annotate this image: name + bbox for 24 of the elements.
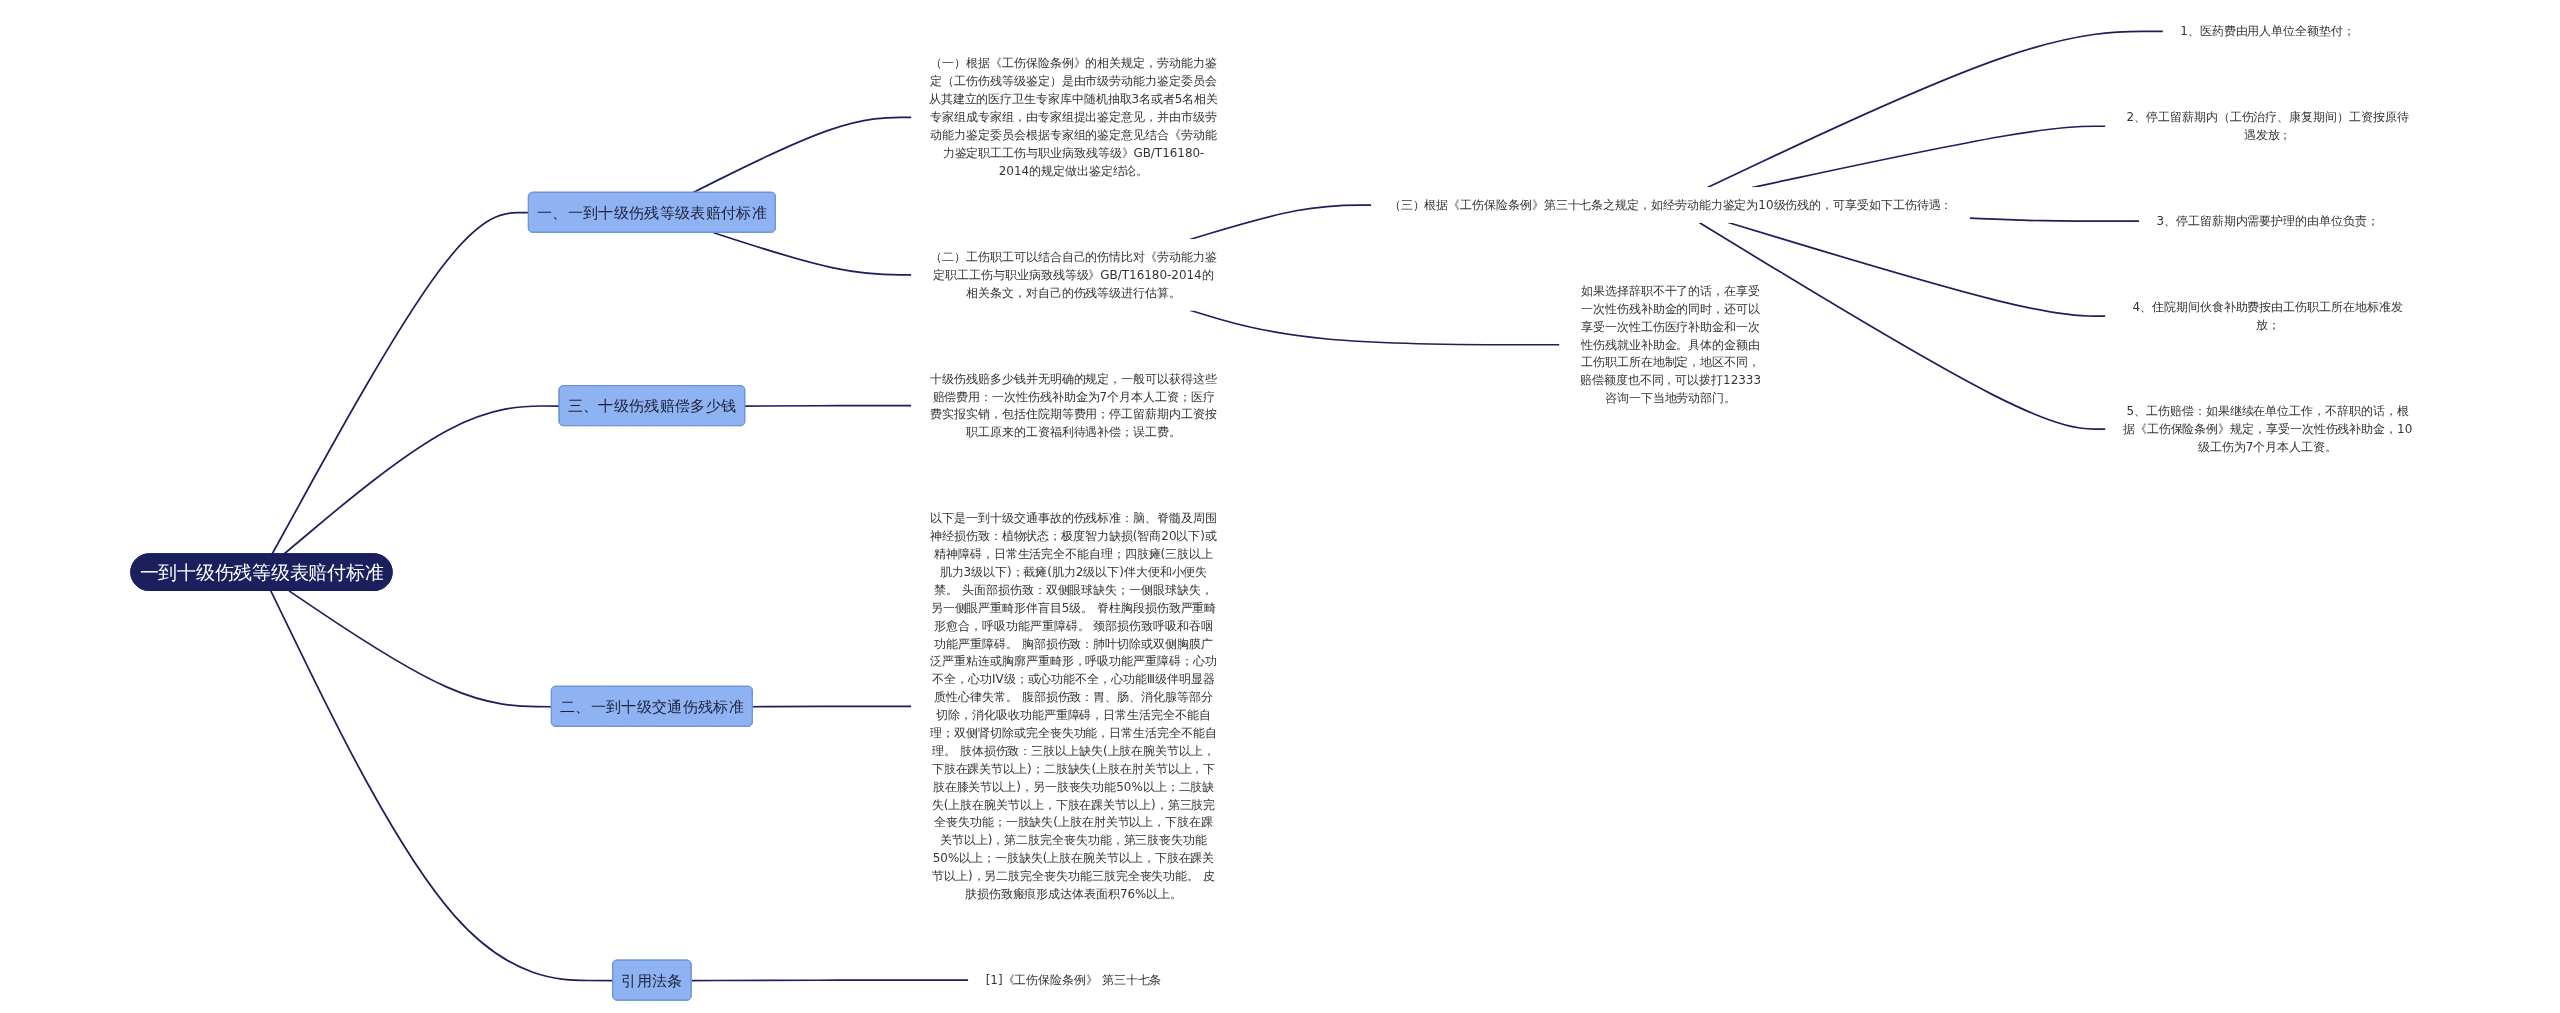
connector [751, 704, 913, 708]
node-text: （二）工伤职工可以结合自己的伤情比对《劳动能力鉴定职工工伤与职业病致残等级》GB/T16180-2014的相关条文，对自己的伤残等级进行估算。 [930, 249, 1217, 299]
node-text: 以下是一到十级交通事故的伤残标准：脑、脊髓及周围神经损伤致：植物状态；极度智力缺损(智商20以下)或精神障碍，日常生活完全不能自理；四肢瘫(三肢以上肌力3级以下)；截瘫(肌力2级以下)伴大便和小便失禁。 头面部损伤致：双侧眼球缺失；一侧眼球缺失，另一侧眼严重畸形伴盲目5级。 脊柱胸段损伤致严重畸形愈合，呼吸功能严重障碍。 颈部损伤致呼吸和吞咽功能严重障碍。 胸部损伤致：肺叶切除或双侧胸膜广泛严重粘连或胸廓严重畸形，呼吸功能严重障碍；心功不全，心功IV级；或心功能不全，心功能Ⅲ级伴明显器质性心律失常。 腹部损伤致：胃、肠、消化腺等部分切除，消化吸收功能严重障碍，日常生活完全不能自理；双侧肾切除或完全丧失功能，日常生活完全不能自理。 肢体损伤致：三肢以上缺失(上肢在腕关节以上，下肢在踝关节以上)；二肢缺失(上肢在肘关节以上，下肢在膝关节以上)，另一肢丧失功能50%以上；二肢缺失(上肢在腕关节以上，下肢在踝关节以上)，第三肢完全丧失功能；一肢缺失(上肢在肘关节以上，下肢在踝关节以上)，第二肢完全丧失功能，第三肢丧失功能50%以上；一肢缺失(上肢在腕关节以上，下肢在踝关节以上)，另二肢完全丧失功能三肢完全丧失功能。 皮肤损伤致瘢痕形成达体表面积76%以上。 [929, 510, 1217, 901]
connector [1727, 221, 2107, 317]
node-text: 4、住院期间伙食补助费按由工伤职工所在地标准发放； [2132, 299, 2403, 332]
node-text: 5、工伤赔偿：如果继续在单位工作，不辞职的话，根据《工伤保险条例》规定，享受一次性伤残补助金，10级工伤为7个月本人工资。 [2122, 403, 2413, 453]
connector [744, 404, 913, 407]
connector [1698, 221, 2107, 430]
node-text: （一）根据《工伤保险条例》的相关规定，劳动能力鉴定（工伤伤残等级鉴定）是由市级劳动能力鉴定委员会从其建立的医疗卫生专家库中随机抽取3名或者5名相关专家组成专家组，由专家组提出鉴定意见，并由市级劳动能力鉴定委员会根据专家组的鉴定意见结合《劳动能力鉴定职工工伤与职业病致残等级》GB/T16180-2014的规定做出鉴定结论。 [928, 55, 1219, 177]
node-text: 3、停工留薪期内需要护理的由单位负责； [2156, 213, 2379, 228]
connector [1968, 216, 2141, 222]
node-text: 十级伤残赔多少钱并无明确的规定，一般可以获得这些赔偿费用：一次性伤残补助金为7个月本人工资；医疗费实报实销，包括住院期等费用；停工留薪期内工资按职工原来的工资福利待遇补偿；误工费。 [930, 371, 1217, 439]
node-text: 如果选择辞职不干了的话，在享受一次性伤残补助金的同时，还可以享受一次性工伤医疗补助金和一次性伤残就业补助金。具体的金额由工伤职工所在地制定，地区不同，赔偿额度也不同，可以拨打12333咨询一下当地劳动部门。 [1579, 283, 1761, 405]
connector [1706, 29, 2164, 188]
node-text: （三）根据《工伤保险条例》第三十七条之规定，如经劳动能力鉴定为10级伤残的，可享受如下工伤待遇： [1388, 197, 1953, 211]
node-text: 2、停工留薪期内（工伤治疗、康复期间）工资按原待遇发放； [2126, 109, 2409, 142]
connector [690, 978, 970, 981]
node-text: [1]《工伤保险条例》 第三十七条 [985, 972, 1162, 987]
connector [288, 589, 553, 708]
connector [269, 589, 614, 981]
connector [271, 211, 530, 555]
connector [712, 231, 913, 276]
connector [1188, 308, 1561, 346]
node-text: 1、医药费由用人单位全额垫付； [2180, 23, 2355, 38]
